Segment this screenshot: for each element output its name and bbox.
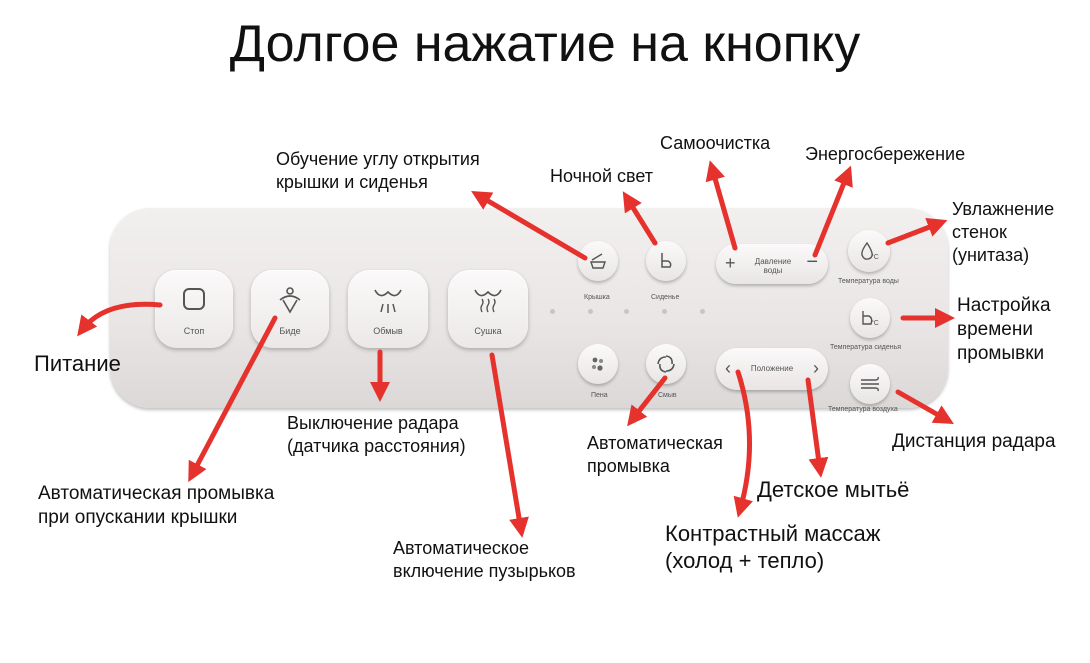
dry-button[interactable]: Сушка [448, 270, 528, 348]
annotation-flush-time: Настройка времени промывки [957, 294, 1051, 366]
annotation-line: Настройка [957, 295, 1051, 316]
seat-button[interactable] [646, 241, 686, 281]
annotation-energy-save: Энергосбережение [805, 144, 966, 164]
arrow-self-clean [705, 160, 738, 251]
annotation-line: Обучение углу открытия [276, 149, 480, 169]
wash-label: Обмыв [373, 326, 403, 336]
arrow-lid-angle [471, 190, 588, 261]
seat-temp-icon: °C [862, 311, 879, 327]
flush-icon [657, 355, 675, 373]
lid-button[interactable] [578, 241, 618, 281]
arrow-radar-distance [895, 389, 954, 424]
annotation-line: времени [957, 319, 1033, 340]
seat-temp-label: Температура сиденья [830, 344, 902, 351]
flush-label: Смыв [658, 392, 677, 399]
annotation-line: крышки и сиденья [276, 172, 428, 192]
annotation-power: Питание [34, 351, 121, 376]
water-drop-icon: °C [861, 241, 879, 261]
bidet-label: Биде [279, 326, 301, 336]
annotation-line: стенок [952, 222, 1007, 242]
water-pressure-label: Давление воды [754, 257, 792, 275]
wash-icon [374, 289, 402, 313]
foam-label: Пена [591, 392, 608, 399]
chevron-right-icon: › [813, 358, 819, 378]
annotation-auto-flush: Автоматическая промывка [587, 432, 723, 478]
stop-icon [183, 288, 205, 310]
wash-button[interactable]: Обмыв [348, 270, 428, 348]
indicator-dot [550, 309, 555, 314]
annotation-line: промывка [587, 456, 670, 476]
annotation-line: (унитаза) [952, 245, 1030, 265]
foam-button[interactable] [578, 344, 618, 384]
annotation-line: промывки [957, 343, 1045, 364]
control-panel: Стоп Биде Обмыв Сушка Крышка Сиденье Пен… [110, 208, 948, 413]
annotation-kids-wash: Детское мытьё [757, 477, 910, 502]
dry-label: Сушка [474, 326, 502, 336]
lid-label: Крышка [584, 294, 610, 301]
water-temp-label: Температура воды [838, 278, 899, 285]
annotation-line: Автоматическая [587, 433, 723, 453]
indicator-dot [624, 309, 629, 314]
stop-label: Стоп [183, 326, 205, 336]
arrow-power [77, 301, 163, 337]
annotation-line: включение пузырьков [393, 561, 576, 581]
annotation-contrast-massage: Контрастный массаж (холод + тепло) [665, 520, 881, 574]
indicator-dot [588, 309, 593, 314]
arrow-auto-flush-lid [188, 315, 278, 483]
annotation-line: Автоматическое [393, 538, 530, 558]
seat-label: Сиденье [651, 294, 680, 301]
svg-text:°C: °C [871, 253, 879, 261]
arrow-humidify [885, 217, 948, 246]
annotation-line: (датчика расстояния) [287, 436, 466, 456]
annotation-lid-angle: Обучение углу открытия крышки и сиденья [276, 148, 480, 194]
air-temp-label: Температура воздуха [828, 406, 898, 413]
svg-text:°C: °C [871, 319, 879, 327]
lid-icon [590, 253, 606, 269]
annotation-radar-off: Выключение радара (датчика расстояния) [287, 412, 466, 458]
air-flow-icon [861, 376, 879, 392]
seat-temp-button[interactable]: °C [850, 298, 890, 338]
seat-icon [661, 253, 672, 268]
bidet-icon [279, 287, 301, 314]
arrow-energy-save [812, 165, 853, 258]
water-pressure-button[interactable]: + Давление воды − [716, 244, 828, 284]
water-temp-button[interactable]: °C [848, 230, 890, 272]
annotation-line: Контрастный массаж [665, 521, 881, 546]
indicator-dot [662, 309, 667, 314]
arrow-auto-flush [627, 375, 668, 427]
page-title: Долгое нажатие на кнопку [229, 15, 861, 73]
arrow-night-light [622, 191, 658, 246]
arrow-contrast-massage [733, 369, 753, 518]
position-label: Положение [750, 364, 794, 373]
annotation-bubbles: Автоматическое включение пузырьков [393, 537, 576, 583]
plus-icon: + [725, 253, 736, 273]
annotation-line: Увлажнение [952, 199, 1055, 219]
annotation-radar-distance: Дистанция радара [892, 431, 1056, 452]
annotation-humidify: Увлажнение стенок (унитаза) [952, 198, 1054, 267]
annotation-auto-flush-lid: Автоматическая промывка при опускании кр… [38, 482, 274, 530]
arrow-bubbles [489, 352, 529, 538]
annotation-line: Выключение радара [287, 413, 459, 433]
minus-icon: − [806, 251, 818, 273]
foam-icon [592, 357, 603, 371]
chevron-left-icon: ‹ [725, 358, 731, 378]
annotation-line: при опускании крышки [38, 507, 238, 528]
annotation-line: Автоматическая промывка [38, 483, 275, 504]
stop-button[interactable]: Стоп [155, 270, 233, 348]
air-temp-button[interactable] [850, 364, 890, 404]
annotation-self-clean: Самоочистка [660, 133, 771, 153]
indicator-dot [700, 309, 705, 314]
annotation-night-light: Ночной свет [550, 166, 654, 186]
arrow-kids-wash [805, 377, 829, 478]
annotation-line: (холод + тепло) [665, 548, 825, 573]
dry-icon [474, 289, 502, 313]
